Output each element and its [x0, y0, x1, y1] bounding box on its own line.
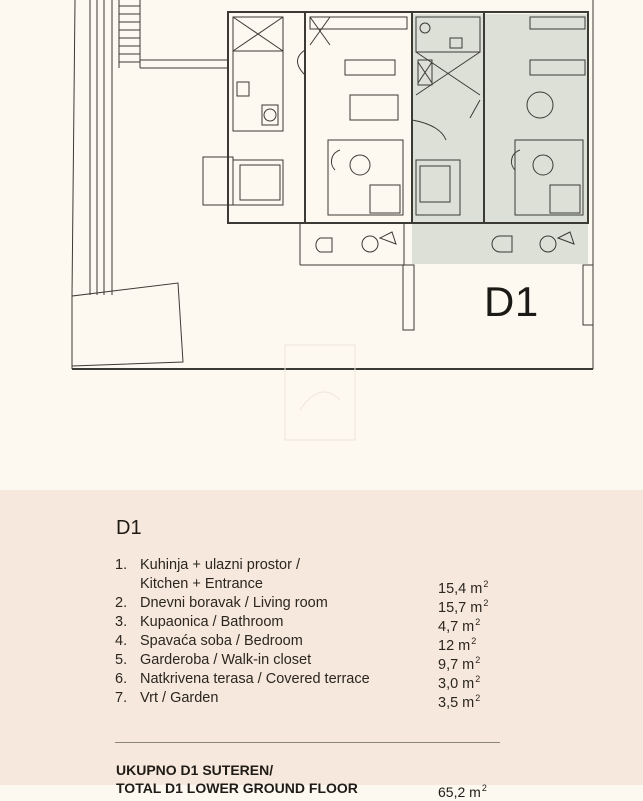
room-area-unit-sup: 2	[483, 579, 489, 589]
room-name-line: Dnevni boravak / Living room	[140, 595, 328, 611]
room-area-value: 12 m	[438, 638, 471, 654]
room-area: 3,5 m2	[438, 689, 480, 713]
room-row: 4. Spavaća soba / Bedroom 12 m2	[115, 632, 515, 654]
room-name: Dnevni boravak / Living room	[140, 594, 430, 613]
room-name: Kupaonica / Bathroom	[140, 613, 430, 632]
room-area: 15,4 m2	[438, 575, 488, 599]
room-area-value: 9,7 m	[438, 657, 475, 673]
room-name: Garderoba / Walk-in closet	[140, 651, 430, 670]
stair-block	[89, 0, 228, 295]
floor-plan-area: D1	[71, 0, 594, 441]
room-area: 9,7 m2	[438, 651, 480, 675]
room-name-line: Kuhinja + ulazni prostor /	[140, 557, 300, 573]
room-area-unit-sup: 2	[475, 655, 481, 665]
room-number: 1.	[115, 557, 128, 573]
room-number: 7.	[115, 690, 128, 706]
room-name: Natkrivena terasa / Covered terrace	[140, 670, 430, 689]
left-unit-interior	[202, 16, 408, 216]
room-name-line: Vrt / Garden	[140, 690, 219, 706]
room-list: 1. Kuhinja + ulazni prostor / Kitchen + En…	[115, 556, 515, 711]
room-number: 5.	[115, 652, 128, 668]
total-area-value: 65,2 m	[438, 784, 481, 800]
room-area-value: 15,4 m	[438, 581, 483, 597]
room-number: 4.	[115, 633, 128, 649]
room-area-value: 3,0 m	[438, 676, 475, 692]
unit-label: D1	[484, 278, 539, 325]
room-row: 1. Kuhinja + ulazni prostor / Kitchen + En…	[115, 556, 515, 597]
unit-title: D1	[116, 517, 142, 539]
room-row: 5. Garderoba / Walk-in closet 9,7 m2	[115, 651, 515, 673]
room-area-unit-sup: 2	[475, 674, 481, 684]
room-row: 3. Kupaonica / Bathroom 4,7 m2	[115, 613, 515, 635]
room-area-value: 4,7 m	[438, 619, 475, 635]
unit-d1-interior	[411, 11, 586, 216]
room-name: Spavaća soba / Bedroom	[140, 632, 430, 651]
divider	[115, 742, 500, 743]
room-area: 3,0 m2	[438, 670, 480, 694]
room-area-value: 15,7 m	[438, 600, 483, 616]
room-area: 4,7 m2	[438, 613, 480, 637]
room-area-value: 3,5 m	[438, 695, 475, 711]
room-area-unit-sup: 2	[471, 636, 477, 646]
room-area-unit-sup: 2	[475, 693, 481, 703]
room-number: 3.	[115, 614, 128, 630]
room-number: 2.	[115, 595, 128, 611]
room-name-line: Spavaća soba / Bedroom	[140, 633, 303, 649]
room-name: Vrt / Garden	[140, 689, 430, 708]
room-name-line: Natkrivena terasa / Covered terrace	[140, 671, 370, 687]
room-name: Kuhinja + ulazni prostor / Kitchen + Entr…	[140, 556, 430, 594]
room-name-line: Garderoba / Walk-in closet	[140, 652, 312, 668]
room-area: 12 m2	[438, 632, 476, 656]
room-area-unit-sup: 2	[483, 598, 489, 608]
info-panel: D1 1. Kuhinja + ulazni prostor / Kitchen +…	[0, 490, 643, 800]
total-area: 65,2 m2	[438, 779, 487, 801]
room-row: 6. Natkrivena terasa / Covered terrace 3,0…	[115, 670, 515, 692]
room-row: 7. Vrt / Garden 3,5 m2	[115, 689, 515, 711]
room-number: 6.	[115, 671, 128, 687]
room-name-line: Kitchen + Entrance	[140, 576, 263, 592]
floor-plan-drawing	[71, 0, 594, 441]
room-area: 15,7 m2	[438, 594, 488, 618]
total-label-line-2: TOTAL D1 LOWER GROUND FLOOR	[116, 780, 358, 796]
total-label-line-1: UKUPNO D1 SUTEREN/	[116, 762, 274, 778]
faded-mark	[284, 344, 356, 441]
room-name-line: Kupaonica / Bathroom	[140, 614, 284, 630]
building-walls	[227, 11, 589, 224]
room-area-unit-sup: 2	[475, 617, 481, 627]
room-row: 2. Dnevni boravak / Living room 15,7 m2	[115, 594, 515, 616]
terrace-walls	[299, 223, 594, 331]
